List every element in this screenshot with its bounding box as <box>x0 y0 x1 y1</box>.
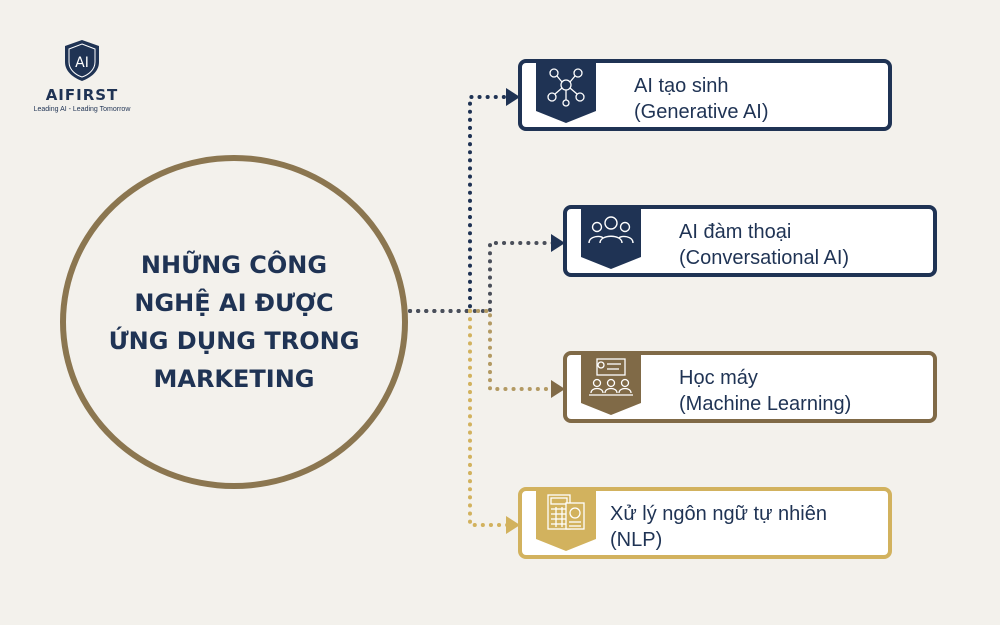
center-title: NHỮNG CÔNG NGHỆ AI ĐƯỢC ỨNG DỤNG TRONG M… <box>108 251 360 393</box>
svg-text:AI: AI <box>75 55 89 71</box>
card-title: AI đàm thoại <box>679 221 792 243</box>
brand-logo: AI AIFIRST Leading AI - Leading Tomorrow <box>22 38 142 113</box>
connector-machine-learning <box>468 309 555 391</box>
arrowhead-conversational <box>551 234 565 252</box>
card-subtitle: (Conversational AI) <box>679 247 850 269</box>
connector-nlp <box>468 309 510 527</box>
connector-generative <box>408 95 510 313</box>
arrowhead-nlp <box>506 516 520 534</box>
card-title: AI tạo sinh <box>634 75 729 97</box>
card-title: Xử lý ngôn ngữ tự nhiên <box>610 503 827 525</box>
arrowhead-generative <box>506 88 520 106</box>
center-circle: NHỮNG CÔNG NGHỆ AI ĐƯỢC ỨNG DỤNG TRONG M… <box>60 155 408 489</box>
card-subtitle: (NLP) <box>610 529 663 551</box>
classroom-screen-icon <box>581 351 641 415</box>
shield-logo-icon: AI <box>65 40 99 81</box>
card-label: AI đàm thoại (Conversational AI) <box>679 219 849 271</box>
card-generative-ai: AI tạo sinh (Generative AI) <box>518 59 892 131</box>
card-nlp: Xử lý ngôn ngữ tự nhiên (NLP) <box>518 487 892 559</box>
calculator-document-icon <box>536 487 596 551</box>
card-subtitle: (Machine Learning) <box>679 393 852 415</box>
network-people-icon <box>536 59 596 123</box>
card-label: AI tạo sinh (Generative AI) <box>634 73 769 125</box>
card-label: Học máy (Machine Learning) <box>679 365 851 417</box>
group-people-icon <box>581 205 641 269</box>
brand-name: AIFIRST <box>45 86 119 104</box>
card-title: Học máy <box>679 367 758 389</box>
arrowhead-machine-learning <box>551 380 565 398</box>
card-label: Xử lý ngôn ngữ tự nhiên (NLP) <box>610 501 827 553</box>
connector-conversational <box>408 241 555 313</box>
card-subtitle: (Generative AI) <box>634 101 769 123</box>
brand-tagline: Leading AI - Leading Tomorrow <box>33 106 131 113</box>
card-machine-learning: Học máy (Machine Learning) <box>563 351 937 423</box>
card-conversational-ai: AI đàm thoại (Conversational AI) <box>563 205 937 277</box>
